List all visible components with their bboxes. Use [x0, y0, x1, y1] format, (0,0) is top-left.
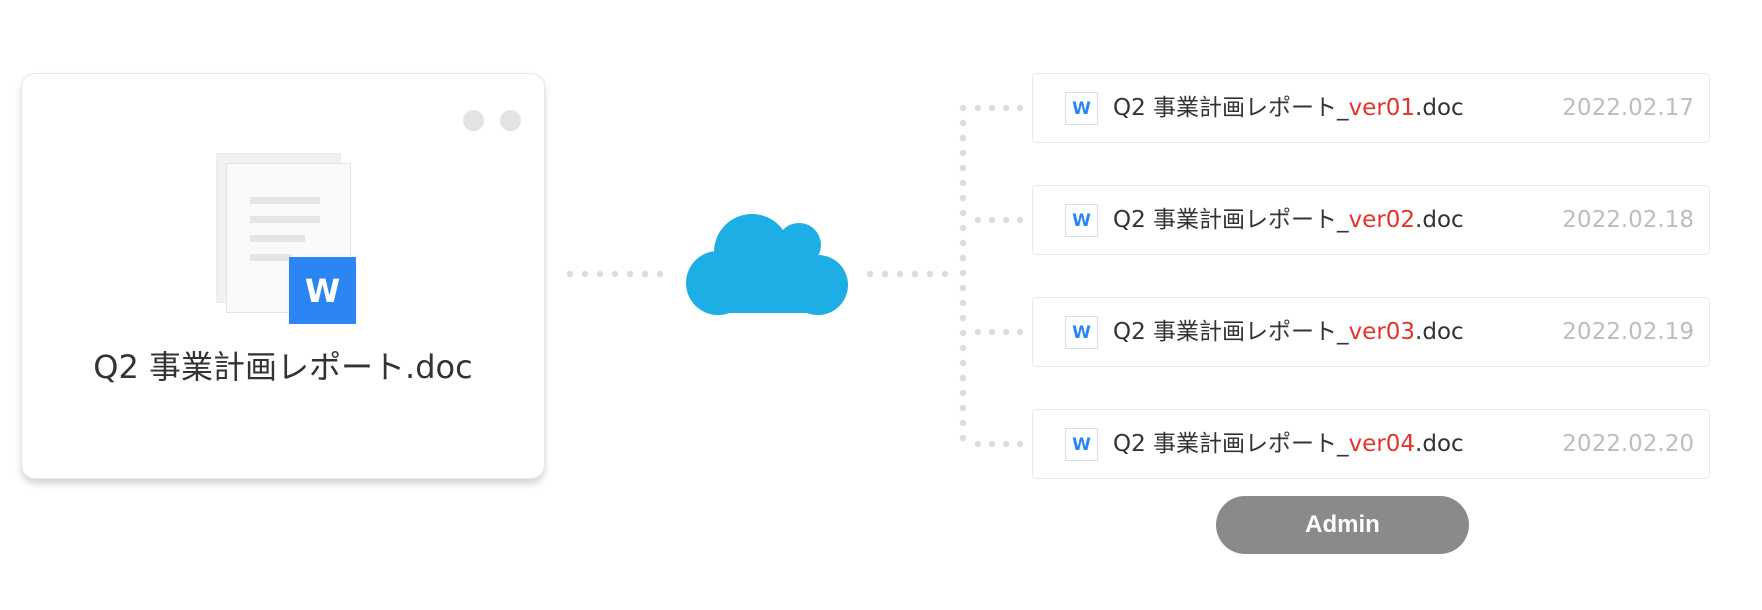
word-file-icon: W — [1065, 92, 1098, 125]
connector-dot — [881, 270, 889, 278]
connector-dot — [959, 254, 967, 262]
connector-dot — [988, 216, 996, 224]
connector-left — [566, 270, 664, 278]
version-row[interactable]: W Q2 事業計画レポート_ver02.doc 2022.02.18 — [1032, 185, 1710, 255]
text-line — [250, 197, 320, 204]
connector-vertical — [959, 104, 967, 442]
connector-dot — [974, 216, 982, 224]
file-date: 2022.02.19 — [1562, 319, 1694, 345]
connector-dot — [959, 119, 967, 127]
connector-dot — [959, 239, 967, 247]
word-document-icon: W — [216, 153, 366, 324]
connector-dot — [866, 270, 874, 278]
version-tag: ver01 — [1348, 95, 1416, 121]
connector-dot — [988, 104, 996, 112]
connector-dot — [926, 270, 934, 278]
connector-dot — [959, 134, 967, 142]
word-file-icon: W — [1065, 204, 1098, 237]
text-line — [250, 235, 305, 242]
connector-dot — [974, 440, 982, 448]
connector-dot — [1016, 328, 1024, 336]
connector-dot — [959, 374, 967, 382]
connector-dot — [988, 328, 996, 336]
connector-dot — [1016, 104, 1024, 112]
word-file-icon: W — [1065, 428, 1098, 461]
connector-dot — [941, 270, 949, 278]
connector-dot — [1016, 440, 1024, 448]
window-dot-icon — [500, 110, 521, 131]
file-name: Q2 事業計画レポート_ver04.doc — [1113, 431, 1464, 457]
connector-dot — [974, 104, 982, 112]
connector-dot — [959, 179, 967, 187]
text-line — [250, 254, 292, 261]
connector-dot — [959, 344, 967, 352]
connector-dot — [959, 224, 967, 232]
connector-dot — [959, 209, 967, 217]
connector-dot — [988, 440, 996, 448]
connector-dot — [896, 270, 904, 278]
file-date: 2022.02.20 — [1562, 431, 1694, 457]
connector-dot — [566, 270, 574, 278]
connector-dot — [911, 270, 919, 278]
window-dot-icon — [463, 110, 484, 131]
admin-badge[interactable]: Admin — [1216, 496, 1469, 554]
file-name: Q2 事業計画レポート_ver01.doc — [1113, 95, 1464, 121]
connector-dot — [959, 314, 967, 322]
connector-dot — [611, 270, 619, 278]
connector-dot — [656, 270, 664, 278]
connector-dot — [1002, 328, 1010, 336]
word-file-icon: W — [1065, 316, 1098, 349]
connector-dot — [1002, 440, 1010, 448]
source-document-card[interactable]: W Q2 事業計画レポート.doc — [21, 73, 545, 479]
file-date: 2022.02.17 — [1562, 95, 1694, 121]
connector-dot — [959, 269, 967, 277]
connector-dot — [959, 329, 967, 337]
connector-dot — [596, 270, 604, 278]
connector-dot — [641, 270, 649, 278]
connector-dot — [959, 284, 967, 292]
version-tag: ver04 — [1348, 431, 1416, 457]
version-row[interactable]: W Q2 事業計画レポート_ver01.doc 2022.02.17 — [1032, 73, 1710, 143]
connector-dot — [959, 359, 967, 367]
connector-dot — [959, 434, 967, 442]
connector-dot — [1002, 216, 1010, 224]
connector-dot — [959, 419, 967, 427]
connector-dot — [959, 149, 967, 157]
file-name: Q2 事業計画レポート_ver02.doc — [1113, 207, 1464, 233]
connector-dot — [959, 194, 967, 202]
version-row[interactable]: W Q2 事業計画レポート_ver03.doc 2022.02.19 — [1032, 297, 1710, 367]
connector-dot — [959, 299, 967, 307]
version-tag: ver02 — [1348, 207, 1416, 233]
connector-dot — [959, 104, 967, 112]
connector-dot — [626, 270, 634, 278]
connector-dot — [1016, 216, 1024, 224]
file-date: 2022.02.18 — [1562, 207, 1694, 233]
cloud-icon — [686, 214, 848, 315]
connector-dot — [959, 404, 967, 412]
document-title: Q2 事業計画レポート.doc — [93, 348, 473, 386]
connector-branches — [974, 104, 1024, 448]
text-line — [250, 216, 320, 223]
connector-dot — [959, 164, 967, 172]
connector-dot — [581, 270, 589, 278]
version-tag: ver03 — [1348, 319, 1416, 345]
connector-right — [866, 270, 949, 278]
connector-dot — [959, 389, 967, 397]
connector-dot — [1002, 104, 1010, 112]
version-row[interactable]: W Q2 事業計画レポート_ver04.doc 2022.02.20 — [1032, 409, 1710, 479]
file-name: Q2 事業計画レポート_ver03.doc — [1113, 319, 1464, 345]
connector-dot — [974, 328, 982, 336]
word-badge-icon: W — [289, 257, 356, 324]
